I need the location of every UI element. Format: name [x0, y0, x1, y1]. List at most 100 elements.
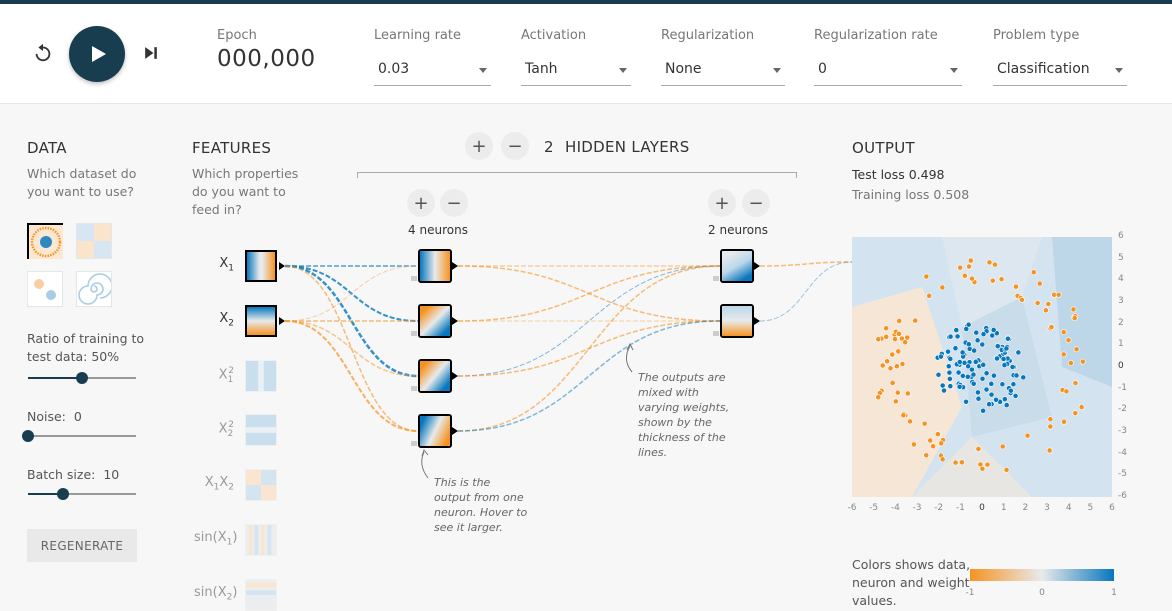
noise-slider-thumb[interactable] — [22, 430, 34, 442]
regularization-value: None — [665, 61, 702, 77]
data-point-blue — [999, 381, 1006, 388]
data-point-blue — [989, 332, 996, 339]
weights-annotation: The outputs are mixed with varying weigh… — [638, 371, 730, 459]
ratio-slider-thumb[interactable] — [76, 372, 88, 384]
data-point-blue — [986, 401, 993, 408]
chevron-down-icon — [950, 68, 958, 73]
batch-size-slider[interactable] — [28, 488, 136, 500]
step-button[interactable] — [138, 40, 164, 66]
output-heatmap[interactable] — [852, 237, 1112, 497]
problem-type-select[interactable]: Classification — [993, 56, 1127, 86]
remove-layer-button[interactable]: − — [501, 132, 529, 160]
data-point-blue — [993, 396, 999, 403]
layer2-neuron[interactable] — [720, 249, 754, 283]
feature-5[interactable] — [245, 524, 277, 556]
add-neuron-layer1-button[interactable]: + — [407, 189, 435, 217]
epoch-value: 000,000 — [217, 46, 316, 72]
legend-tick: 1 — [1111, 588, 1117, 598]
data-point-blue — [973, 329, 980, 336]
feature-0[interactable] — [245, 250, 277, 282]
layer1-neuron[interactable] — [418, 249, 452, 283]
neuron-output-arrow — [452, 372, 458, 380]
data-point-blue — [947, 383, 954, 390]
data-point-orange — [923, 273, 930, 280]
feature-4[interactable] — [245, 469, 277, 501]
y-tick: -1 — [1118, 382, 1127, 393]
learning-rate-select[interactable]: 0.03 — [374, 56, 491, 86]
data-point-blue — [1015, 349, 1022, 356]
data-point-blue — [938, 353, 944, 360]
feature-2[interactable] — [245, 360, 277, 392]
gaussian-dataset-icon — [28, 272, 62, 306]
neuron-output-arrow — [452, 427, 458, 435]
data-point-blue — [1000, 356, 1007, 362]
x-tick: 5 — [1087, 503, 1094, 513]
data-point-blue — [965, 341, 972, 348]
regularization-rate-label: Regularization rate — [814, 28, 938, 43]
activation-select[interactable]: Tanh — [521, 56, 631, 86]
data-point-blue — [952, 345, 959, 352]
plus-icon: + — [714, 192, 730, 214]
reset-button[interactable] — [30, 40, 56, 66]
data-point-orange — [979, 465, 986, 472]
bias-indicator — [411, 441, 417, 446]
x-tick: -2 — [934, 503, 944, 513]
feature-label-0: X1 — [219, 256, 234, 274]
data-title: DATA — [27, 139, 67, 157]
layer1-neuron[interactable] — [418, 304, 452, 338]
data-point-blue — [991, 372, 997, 379]
data-point-orange — [1072, 380, 1079, 387]
dataset-spiral[interactable] — [76, 271, 112, 307]
dataset-gaussian[interactable] — [27, 271, 63, 307]
ratio-label: Ratio of training to test data: 50% — [27, 331, 145, 364]
noise-slider[interactable] — [22, 430, 136, 442]
data-point-blue — [1004, 335, 1011, 342]
remove-neuron-layer1-button[interactable]: − — [440, 189, 468, 217]
data-point-orange — [939, 456, 946, 463]
data-point-orange — [1061, 418, 1067, 425]
bias-indicator — [411, 276, 417, 281]
minus-icon: − — [446, 192, 462, 214]
data-point-blue — [980, 407, 986, 414]
data-point-blue — [979, 341, 986, 348]
noise-label: Noise: 0 — [27, 409, 82, 424]
hidden-layers-bracket — [357, 172, 797, 178]
data-point-orange — [884, 358, 891, 365]
y-tick: 5 — [1118, 252, 1124, 263]
data-point-orange — [1055, 291, 1062, 298]
data-point-orange — [883, 325, 889, 332]
data-point-orange — [999, 443, 1006, 450]
data-point-orange — [1047, 423, 1054, 430]
layer1-neuron[interactable] — [418, 359, 452, 393]
play-button[interactable] — [69, 26, 125, 82]
data-point-orange — [907, 418, 913, 425]
data-point-orange — [895, 348, 902, 355]
data-point-blue — [946, 369, 953, 376]
feature-1[interactable] — [245, 305, 277, 337]
dataset-circle[interactable] — [27, 223, 63, 259]
layer2-neuron-count: 2 neurons — [708, 223, 768, 237]
layer1-neuron[interactable] — [418, 414, 452, 448]
y-tick: 4 — [1118, 274, 1124, 285]
chevron-down-icon — [773, 68, 781, 73]
add-neuron-layer2-button[interactable]: + — [708, 189, 736, 217]
regenerate-button[interactable]: REGENERATE — [27, 529, 137, 562]
x-tick: 4 — [1065, 503, 1072, 513]
data-point-orange — [998, 276, 1005, 283]
batch-size-slider-thumb[interactable] — [56, 488, 69, 500]
data-point-orange — [892, 398, 899, 405]
remove-neuron-layer2-button[interactable]: − — [742, 189, 770, 217]
data-point-blue — [980, 331, 987, 338]
regularization-select[interactable]: None — [661, 56, 785, 86]
feature-label-3: X22 — [218, 420, 234, 439]
ratio-slider[interactable] — [28, 372, 136, 384]
data-point-orange — [900, 412, 907, 419]
data-point-orange — [889, 380, 896, 386]
feature-3[interactable] — [245, 414, 277, 446]
data-point-orange — [961, 272, 968, 279]
features-subtitle: Which properties do you want to feed in? — [192, 166, 299, 217]
add-layer-button[interactable]: + — [465, 132, 493, 160]
regularization-rate-select[interactable]: 0 — [814, 56, 962, 86]
layer2-neuron[interactable] — [720, 304, 754, 338]
dataset-xor[interactable] — [76, 223, 112, 259]
